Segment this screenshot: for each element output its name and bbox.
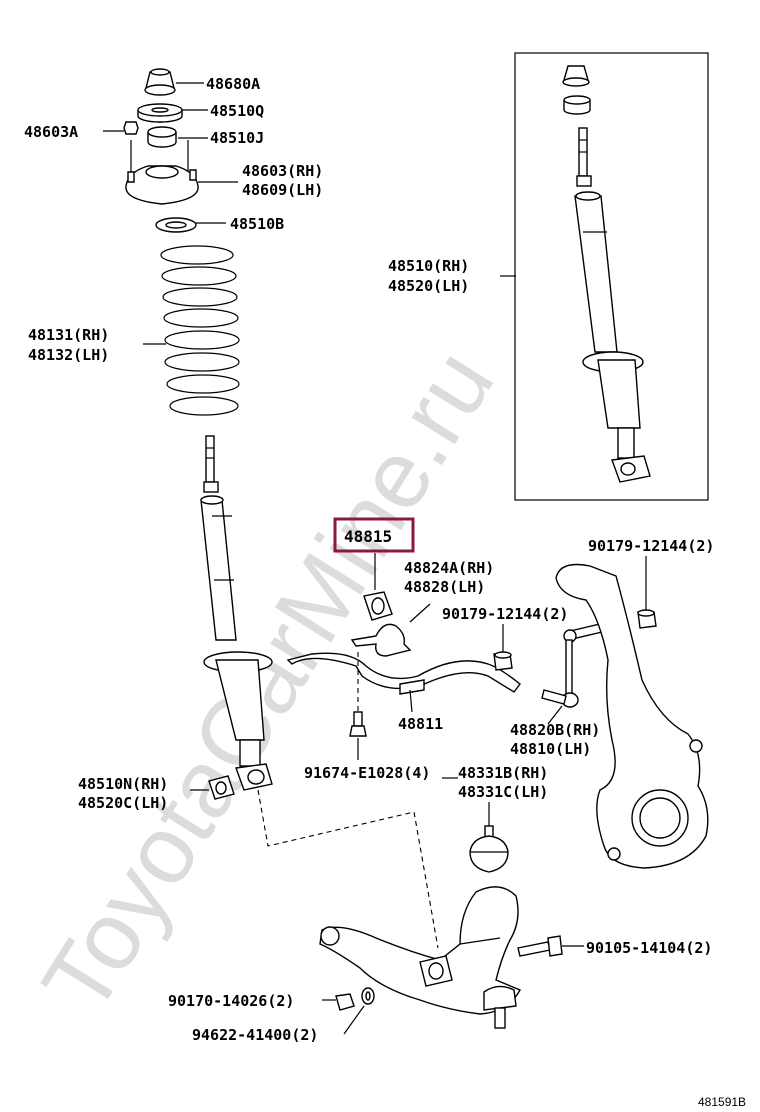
label-48603RH: 48603(RH) <box>242 162 323 180</box>
washer-94622 <box>361 987 375 1005</box>
label-48510Q: 48510Q <box>210 102 264 120</box>
label-90179-top: 90179-12144(2) <box>588 537 714 555</box>
washer-48510Q <box>137 103 183 123</box>
label-48510NRH: 48510N(RH) <box>78 775 168 793</box>
bolt-90105 <box>517 935 563 957</box>
stabilizer-bushing-48815 <box>363 591 393 621</box>
alt-shock-inset <box>514 52 709 501</box>
reference-code: 481591B <box>698 1095 746 1109</box>
bushing-48510N <box>208 775 235 800</box>
label-48828LH: 48828(LH) <box>404 578 485 596</box>
label-90179-mid: 90179-12144(2) <box>442 605 568 623</box>
nut-48680A <box>144 68 176 96</box>
label-90170: 90170-14026(2) <box>168 992 294 1010</box>
nut-90179-top <box>637 609 657 629</box>
label-48820BRH: 48820B(RH) <box>510 721 600 739</box>
label-91674: 91674-E1028(4) <box>304 764 430 782</box>
bushing-bracket-48824A <box>350 623 412 657</box>
strut-mount-48603 <box>125 140 199 205</box>
stabilizer-bar-48811 <box>286 652 521 695</box>
shock-absorber-alt-48510 <box>562 65 651 483</box>
part-48815-highlight-box <box>333 517 415 553</box>
label-48132LH: 48132(LH) <box>28 346 109 364</box>
label-48510J: 48510J <box>210 129 264 147</box>
label-48131RH: 48131(RH) <box>28 326 109 344</box>
seat-48510B <box>155 217 197 233</box>
stabilizer-link-48820B <box>541 623 613 708</box>
coil-spring-48131 <box>160 245 240 416</box>
bolt-91674 <box>349 652 367 737</box>
watermark: ToyotaCarMine.ru <box>22 332 514 1031</box>
bushing-48510J <box>147 126 177 148</box>
label-94622: 94622-41400(2) <box>192 1026 318 1044</box>
label-90105: 90105-14104(2) <box>586 939 712 957</box>
label-48680A: 48680A <box>206 75 260 93</box>
lower-control-arm <box>319 886 521 1029</box>
label-48810LH: 48810(LH) <box>510 740 591 758</box>
nut-90170 <box>335 993 355 1011</box>
ball-joint-48331 <box>469 825 509 873</box>
label-48609LH: 48609(LH) <box>242 181 323 199</box>
label-48815: 48815 <box>344 527 392 546</box>
label-48510B: 48510B <box>230 215 284 233</box>
nut-48603A <box>103 121 139 135</box>
label-48811: 48811 <box>398 715 443 733</box>
label-48510RH: 48510(RH) <box>388 257 469 275</box>
steering-knuckle <box>555 563 709 869</box>
label-48824ARH: 48824A(RH) <box>404 559 494 577</box>
shock-absorber-left <box>200 435 273 791</box>
nut-90179-mid <box>493 651 513 671</box>
label-48520LH: 48520(LH) <box>388 277 469 295</box>
label-48603A: 48603A <box>24 123 78 141</box>
label-48520CLH: 48520C(LH) <box>78 794 168 812</box>
label-48331CLH: 48331C(LH) <box>458 783 548 801</box>
label-48331BRH: 48331B(RH) <box>458 764 548 782</box>
